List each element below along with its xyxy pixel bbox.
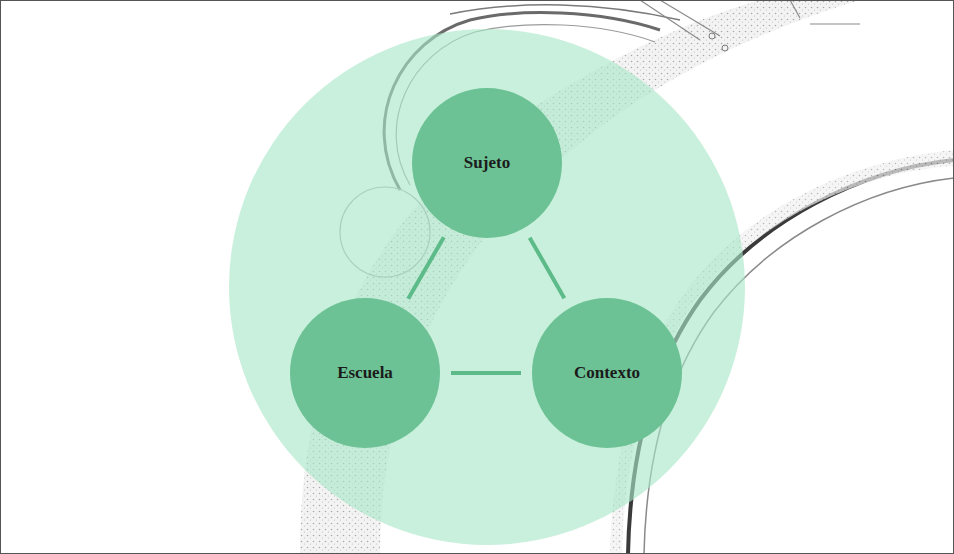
ring-arc: [450, 5, 680, 20]
detail-dot: [722, 45, 728, 51]
node-label: Sujeto: [464, 153, 510, 173]
node-label: Escuela: [337, 363, 393, 383]
concept-circle: Contexto: [532, 298, 682, 448]
concept-circle: Escuela: [290, 298, 440, 448]
detail-dot: [709, 33, 715, 39]
node-label: Contexto: [574, 363, 640, 383]
enclosing-circle: [229, 29, 745, 545]
concept-circle: Sujeto: [412, 88, 562, 238]
detail-lines: [640, 0, 860, 40]
connector-line: [451, 371, 521, 375]
connector-line: [408, 237, 444, 298]
connector-line: [530, 238, 565, 299]
